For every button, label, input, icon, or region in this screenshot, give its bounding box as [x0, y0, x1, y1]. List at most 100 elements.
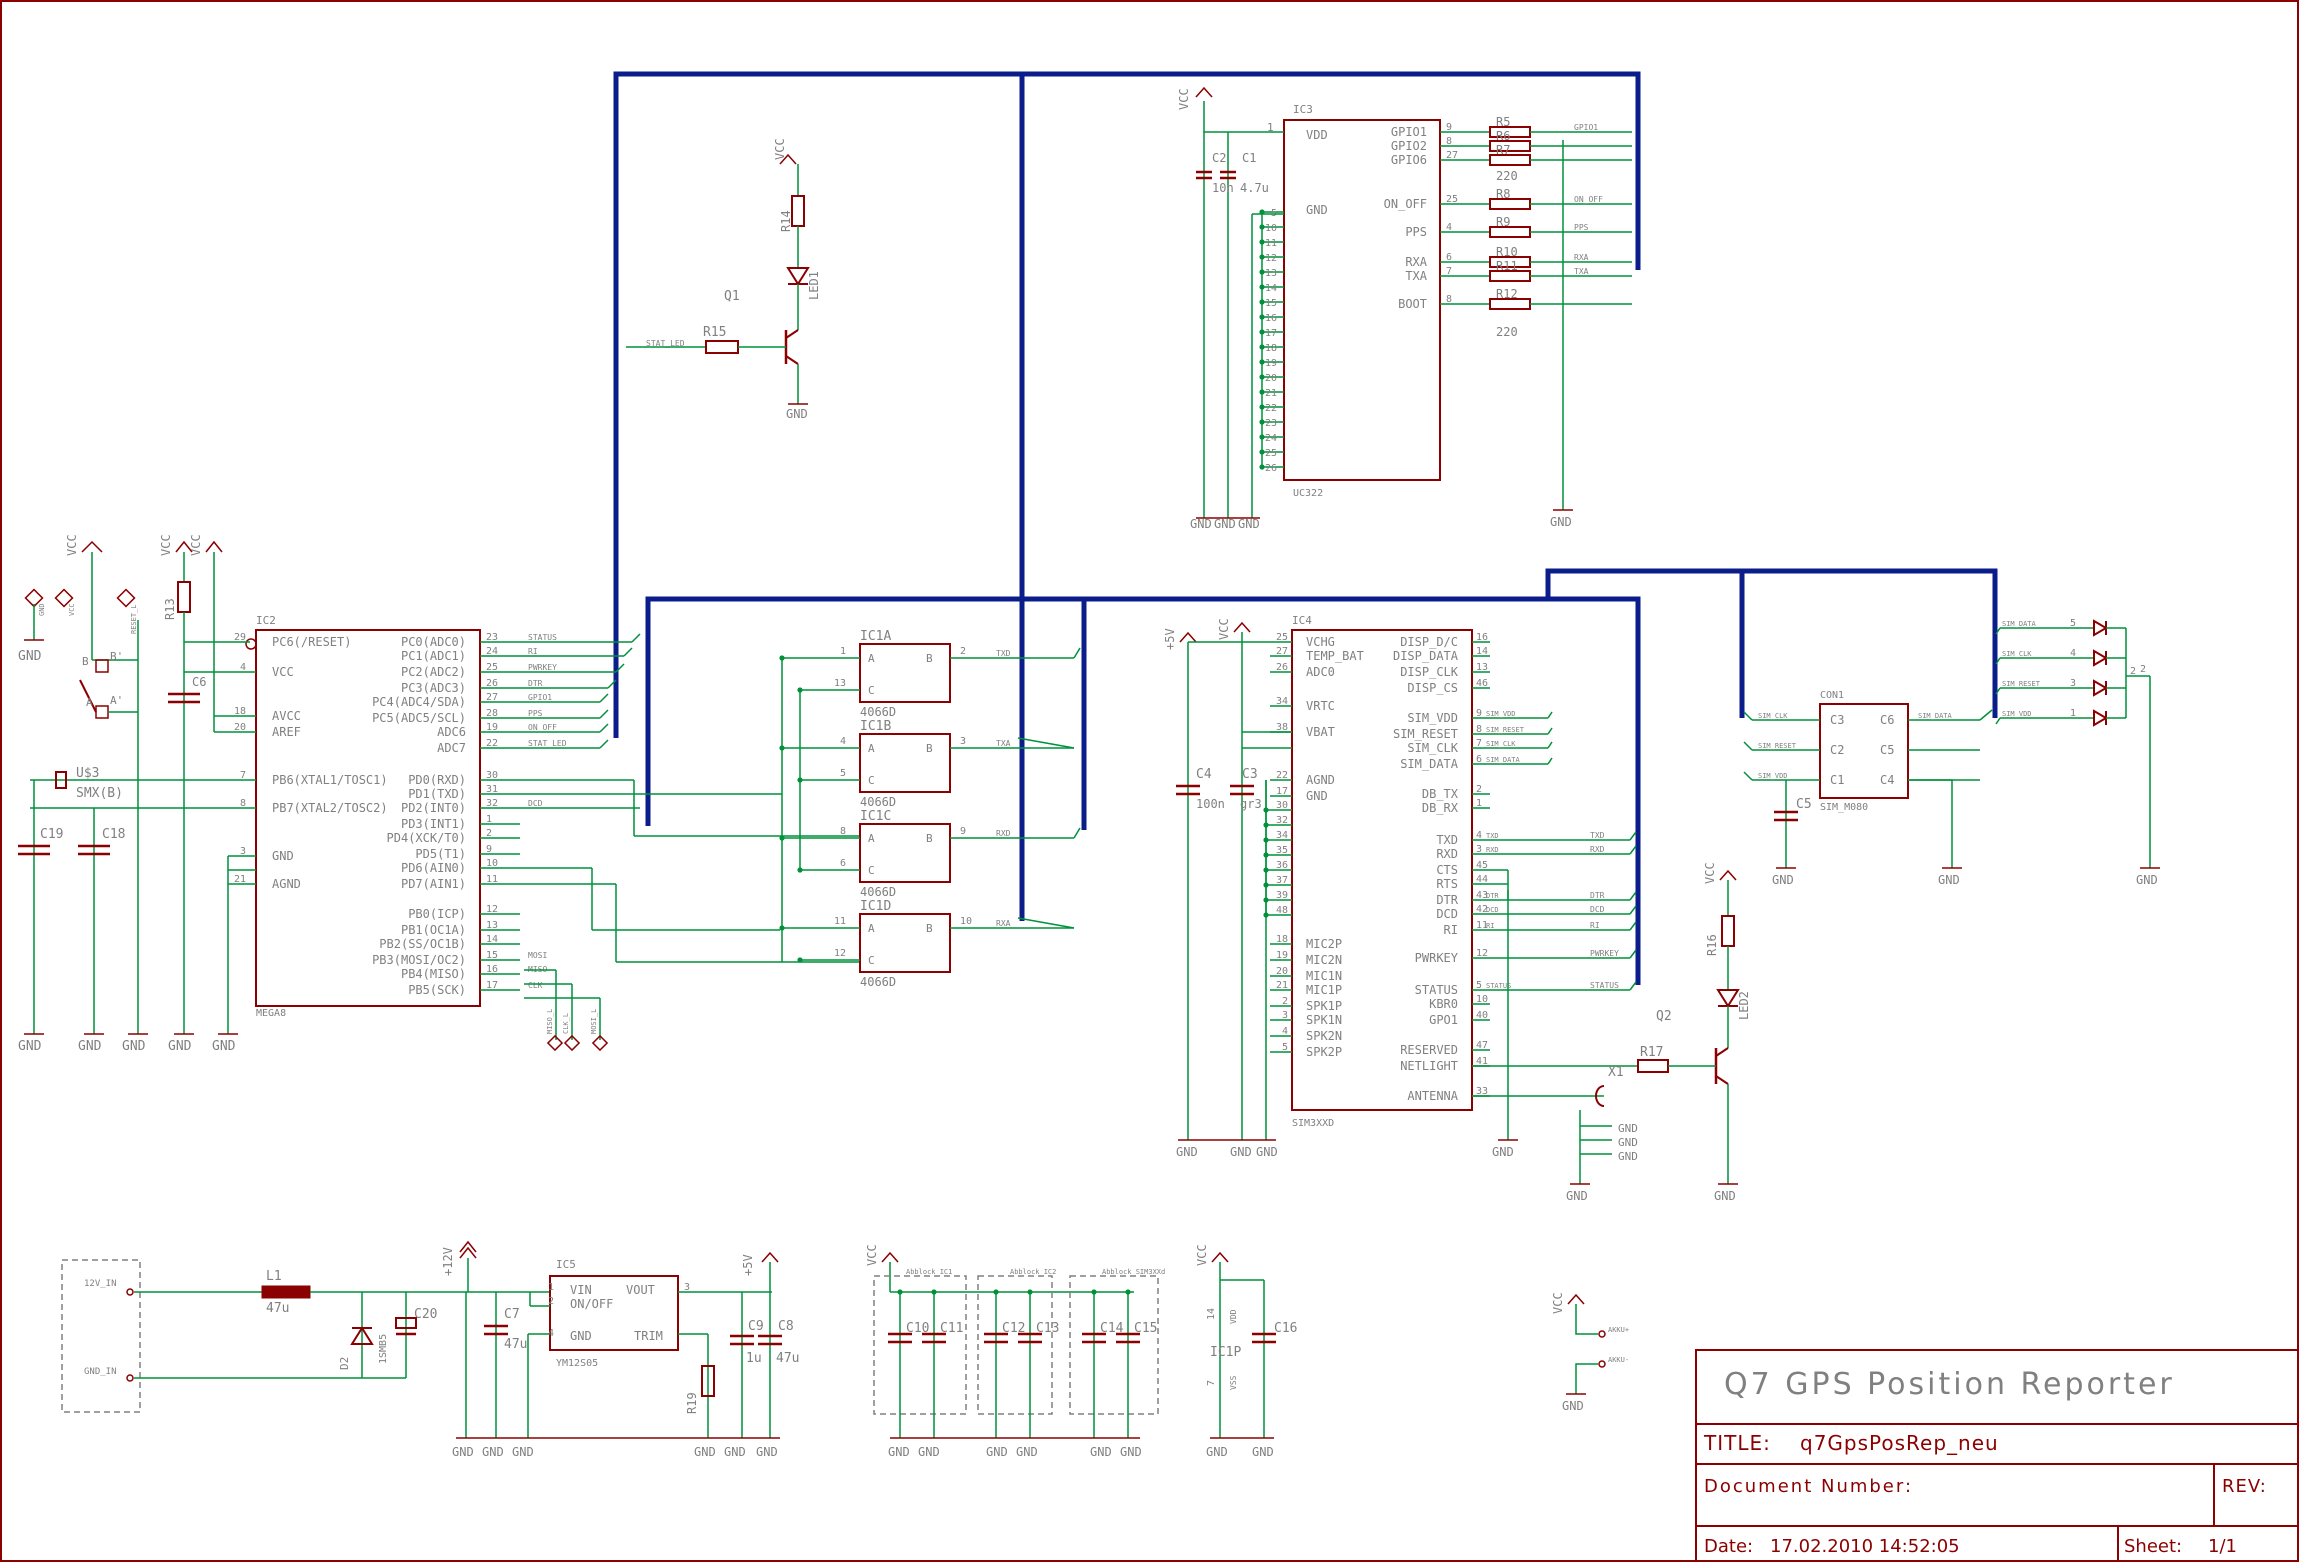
- ic4-right-num-10: 4: [1476, 830, 1482, 841]
- r15-label: R15: [703, 325, 726, 340]
- ic1-gate-c-2: C: [868, 864, 875, 877]
- ic2-right-num-21: 17: [486, 980, 498, 991]
- ic3-gnd-num-2: 11: [1265, 238, 1277, 249]
- ic2-right-pin-4: PC4(ADC4/SDA): [372, 695, 466, 709]
- ic4-left-pin-3: VRTC: [1306, 699, 1335, 713]
- ic1p-label: IC1P: [1210, 1345, 1241, 1360]
- ic3-net-5: RXA: [1574, 253, 1589, 262]
- ic4-right-num-4: 9: [1476, 708, 1482, 719]
- ic1p-gnd-2: GND: [1252, 1445, 1274, 1459]
- ic1-gate-b-0: B: [926, 652, 933, 665]
- ic3-vdd-num: 1: [1267, 121, 1274, 134]
- ic1p-block: VCC C16 14 VDD IC1P 7 VSS GND GND: [1195, 1244, 1297, 1459]
- ic2-right-num-20: 16: [486, 964, 498, 975]
- ic2-net-10: DCD: [528, 799, 543, 808]
- ic3-net-4: PPS: [1574, 223, 1589, 232]
- ic4-net-7: SIM_DATA: [1486, 756, 1521, 764]
- ic2-right-pin-6: ADC6: [437, 725, 466, 739]
- con1-net-l-0: SIM_CLK: [1758, 712, 1788, 720]
- ic4-left-num-10: 21: [1276, 980, 1288, 991]
- tvs-common-num-b: 2: [2140, 664, 2146, 675]
- tvs-pin-2: 3: [2070, 678, 2076, 689]
- r17-label: R17: [1640, 1045, 1663, 1060]
- ic4-right-pin-8: DB_TX: [1422, 787, 1459, 801]
- ic1-gate-a-2: A: [868, 832, 875, 845]
- jumper-b2: B': [110, 650, 123, 663]
- ic3-res-6: R11: [1496, 259, 1518, 273]
- ic4-left-num-6: 17: [1276, 786, 1288, 797]
- ic5-body: [549, 1275, 679, 1351]
- ic2-right-num-7: 22: [486, 738, 498, 749]
- ic4-right-pin-16: RI: [1444, 923, 1458, 937]
- decoup-gnd-d: GND: [1016, 1445, 1038, 1459]
- ic4-left-num-11: 2: [1282, 996, 1288, 1007]
- ic2-right-pin-21: PB5(SCK): [408, 983, 466, 997]
- vcc-label-c: VCC: [189, 534, 203, 556]
- akku-minus: AKKU-: [1608, 1356, 1629, 1364]
- ic2-left-pin-1: VCC: [272, 665, 294, 679]
- c4-value: 100n: [1196, 797, 1225, 811]
- ic2-right-num-14: 10: [486, 858, 498, 869]
- ic4-gnd-num-5: 37: [1276, 875, 1288, 886]
- ic5-gnd: GND: [570, 1329, 592, 1343]
- ic3-gnd-2: GND: [1214, 517, 1236, 531]
- ic3-gnd-num-1: 10: [1265, 223, 1277, 234]
- ic4-left-pin-2: ADC0: [1306, 665, 1335, 679]
- ic4-left-pin-6: GND: [1306, 789, 1328, 803]
- ic3-pin-5: RXA: [1405, 255, 1427, 269]
- ic3-pin-4: PPS: [1405, 225, 1427, 239]
- ic4-right-num-7: 6: [1476, 754, 1482, 765]
- ic2-right-pin-3: PC3(ADC3): [401, 681, 466, 695]
- con1-gnd-a: GND: [1772, 873, 1794, 887]
- ic4-gnd-num-4: 36: [1276, 860, 1288, 871]
- c2-label: C2: [1212, 151, 1226, 165]
- title-value: q7GpsPosRep_neu: [1800, 1431, 1999, 1455]
- date-label: Date:: [1704, 1536, 1753, 1557]
- ic4-gnd-num-1: 32: [1276, 815, 1288, 826]
- r16-label: R16: [1705, 934, 1719, 956]
- in12-label: 12V_IN: [84, 1279, 117, 1289]
- ic2-left-num-0: 29: [234, 632, 246, 643]
- ic5-vin: VIN: [570, 1283, 592, 1297]
- ic3-res-val-a: 220: [1496, 169, 1518, 183]
- ic3-res-2: R7: [1496, 143, 1510, 157]
- battery-pads: VCC AKKU+ AKKU- GND: [1551, 1292, 1629, 1413]
- ic1p-pin14: 14: [1206, 1308, 1217, 1320]
- q1-gnd: GND: [786, 407, 808, 421]
- ic4-net-10: TXD: [1486, 832, 1499, 840]
- ps-gnd-3: GND: [512, 1445, 534, 1459]
- con1-right-0: C6: [1880, 713, 1894, 727]
- con1-body: [1819, 703, 1909, 799]
- ic4-net-6: SIM_CLK: [1486, 740, 1516, 748]
- ic1-gate-a-0: A: [868, 652, 875, 665]
- decoup-frame-label-0: Abblock_IC1: [906, 1268, 952, 1276]
- ic4-net-4: SIM_VDD: [1486, 710, 1516, 718]
- ic2-left-pins: PC6(/RESET)29VCC4AVCC18AREF20PB6(XTAL1/T…: [234, 632, 388, 891]
- ic4-right-pin-21: RESERVED: [1400, 1043, 1458, 1057]
- ic3-gnd-num-14: 23: [1265, 418, 1277, 429]
- ic3-res-4: R9: [1496, 215, 1510, 229]
- ic2-right-pin-11: PD3(INT1): [401, 817, 466, 831]
- ic4-left-num-5: 22: [1276, 770, 1288, 781]
- ic2-left-num-4: 7: [240, 770, 246, 781]
- ic2-right-num-13: 9: [486, 844, 492, 855]
- ic4-right-num-20: 40: [1476, 1010, 1488, 1021]
- decoup-gnd-f: GND: [1120, 1445, 1142, 1459]
- ic3-pin-0: GPIO1: [1391, 125, 1427, 139]
- vcc-label-b: VCC: [159, 534, 173, 556]
- c8-value: 47u: [776, 1351, 799, 1366]
- ic2-right-num-0: 23: [486, 632, 498, 643]
- decoup-gnd-b: GND: [918, 1445, 940, 1459]
- ic4-left-num-4: 38: [1276, 722, 1288, 733]
- ic3-gnd-num-4: 13: [1265, 268, 1277, 279]
- ic4-right-num-22: 41: [1476, 1056, 1488, 1067]
- ic1-gate-type-2: 4066D: [860, 885, 896, 899]
- ic1-pin-b-1: 3: [960, 736, 966, 747]
- ic3-net-3: ON_OFF: [1574, 195, 1603, 204]
- ic4-right-num-23: 33: [1476, 1086, 1488, 1097]
